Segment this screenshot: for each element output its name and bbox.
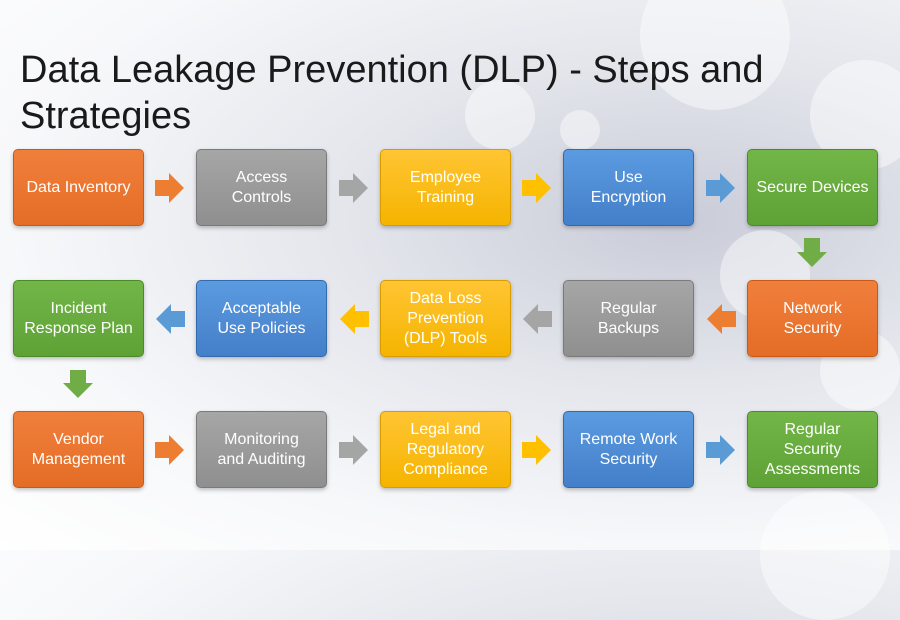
page-title: Data Leakage Prevention (DLP) - Steps an… [20, 49, 764, 138]
arrow-right-icon [155, 173, 184, 203]
arrow-right-icon [339, 173, 368, 203]
arrow-right-icon [522, 435, 551, 465]
step-legal-compliance: Legal and Regulatory Compliance [380, 411, 511, 488]
step-label: Access Controls [231, 168, 292, 206]
step-access-controls: Access Controls [196, 149, 327, 226]
step-label: Network Security [783, 299, 842, 337]
arrow-right-icon [522, 173, 551, 203]
step-label: Use Encryption [590, 168, 667, 206]
arrow-left-icon [523, 304, 552, 334]
step-acceptable-use-policies: Acceptable Use Policies [196, 280, 327, 357]
arrow-right-icon [155, 435, 184, 465]
step-monitoring-auditing: Monitoring and Auditing [196, 411, 327, 488]
step-network-security: Network Security [747, 280, 878, 357]
arrow-down-icon [63, 370, 93, 398]
step-label: Vendor Management [31, 430, 126, 468]
step-incident-response-plan: Incident Response Plan [13, 280, 144, 357]
step-secure-devices: Secure Devices [747, 149, 878, 226]
arrow-right-icon [339, 435, 368, 465]
arrow-right-icon [706, 173, 735, 203]
step-regular-security-assessments: Regular Security Assessments [747, 411, 878, 488]
step-label: Remote Work Security [579, 430, 678, 468]
arrow-right-icon [706, 435, 735, 465]
arrow-left-icon [340, 304, 369, 334]
step-label: Monitoring and Auditing [217, 430, 306, 468]
step-label: Data Inventory [26, 178, 131, 196]
step-dlp-tools: Data Loss Prevention (DLP) Tools [380, 280, 511, 357]
step-vendor-management: Vendor Management [13, 411, 144, 488]
step-employee-training: Employee Training [380, 149, 511, 226]
step-label: Data Loss Prevention (DLP) Tools [403, 289, 488, 347]
arrow-down-icon [797, 238, 827, 267]
step-data-inventory: Data Inventory [13, 149, 144, 226]
step-label: Secure Devices [756, 178, 869, 196]
step-remote-work-security: Remote Work Security [563, 411, 694, 488]
step-label: Acceptable Use Policies [217, 299, 306, 337]
step-regular-backups: Regular Backups [563, 280, 694, 357]
arrow-left-icon [707, 304, 736, 334]
step-label: Regular Security Assessments [764, 420, 861, 478]
step-label: Regular Backups [597, 299, 660, 337]
step-label: Employee Training [409, 168, 482, 206]
step-label: Legal and Regulatory Compliance [403, 420, 488, 478]
step-use-encryption: Use Encryption [563, 149, 694, 226]
step-label: Incident Response Plan [24, 299, 133, 337]
arrow-left-icon [156, 304, 185, 334]
